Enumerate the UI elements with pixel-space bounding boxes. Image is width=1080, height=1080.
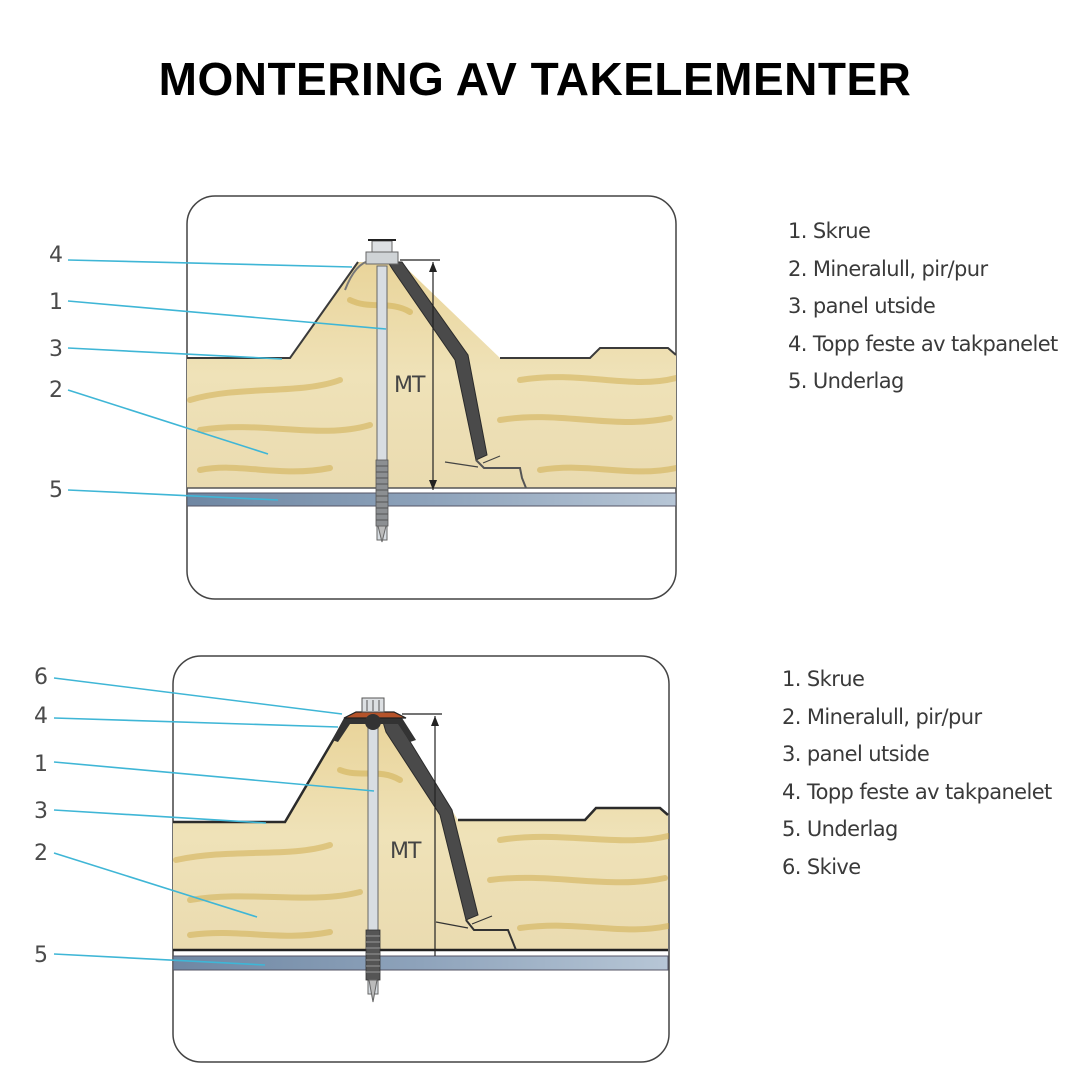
underlay-beam (173, 955, 669, 971)
underlay-beam (187, 492, 676, 507)
callout-number: 1 (34, 752, 48, 777)
page-title: MONTERING AV TAKELEMENTER (158, 53, 912, 105)
legend-list-2: 1. Skrue 2. Mineralull, pir/pur 3. panel… (782, 661, 1052, 886)
callout-lines (53, 677, 375, 966)
legend-item: 5. Underlag (788, 369, 904, 393)
legend-item: 4. Topp feste av takpanelet (782, 779, 1052, 804)
legend-item: 1. Skrue (782, 667, 865, 691)
callout-number: 3 (34, 799, 48, 824)
callout-number: 5 (34, 943, 48, 968)
callout-number: 2 (49, 378, 63, 403)
callout-lines (67, 259, 387, 501)
callout-number: 2 (34, 841, 48, 866)
panel-outside-profile (187, 261, 676, 359)
legend-item: 1. Skrue (788, 219, 871, 243)
mt-label: MT (390, 839, 422, 864)
roof-panel-diagram-1: MT 4 1 3 2 5 (49, 195, 677, 600)
legend-item: 3. panel utside (788, 294, 936, 318)
mt-label: MT (394, 373, 426, 398)
top-fastening-plate (387, 261, 488, 461)
callout-number: 4 (49, 243, 63, 268)
legend-item: 4. Topp feste av takpanelet (788, 331, 1058, 356)
wool-texture (187, 297, 676, 475)
legend-item: 5. Underlag (782, 817, 898, 841)
mineral-wool-core (187, 262, 676, 488)
legend-list-1: 1. Skrue 2. Mineralull, pir/pur 3. panel… (788, 213, 1058, 401)
legend-item: 2. Mineralull, pir/pur (782, 704, 982, 729)
top-cap (332, 718, 416, 742)
screw (361, 697, 385, 1003)
callout-number: 4 (34, 704, 48, 729)
mt-dimension (402, 713, 442, 956)
legend-item: 6. Skive (782, 854, 861, 879)
callout-number: 6 (34, 665, 48, 690)
screw (365, 239, 399, 543)
mt-dimension (400, 259, 440, 490)
legend-item: 3. panel utside (782, 742, 930, 766)
mineral-wool-core (173, 720, 668, 950)
callout-number: 3 (49, 337, 63, 362)
roof-panel-diagram-2: MT 6 4 1 3 2 5 (34, 655, 670, 1063)
panel-outside-profile (173, 719, 669, 824)
wool-texture (173, 767, 669, 939)
callout-number: 1 (49, 290, 63, 315)
legend-item: 2. Mineralull, pir/pur (788, 256, 988, 281)
callout-number: 5 (49, 478, 63, 503)
